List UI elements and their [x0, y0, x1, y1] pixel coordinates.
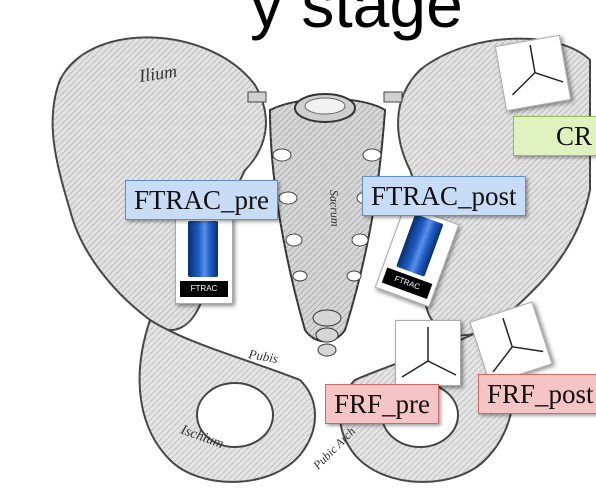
frf-pre-frame-image — [395, 320, 461, 386]
ftrac-pre-image: FTRAC — [175, 216, 233, 304]
ftrac-post-label: FTRAC_post — [362, 176, 526, 216]
frf-pre-label: FRF_pre — [325, 384, 439, 424]
axis-frame-icon — [396, 321, 460, 385]
ftrac-cylinder-icon — [396, 214, 443, 277]
ftrac-pre-label: FTRAC_pre — [125, 180, 278, 220]
cr-frame-image — [495, 35, 571, 111]
cr-label: CR — [513, 116, 596, 156]
ftrac-tag: FTRAC — [180, 281, 228, 297]
sacrum-label: Sacrum — [327, 190, 342, 227]
frf-post-label: FRF_post — [478, 374, 596, 414]
axis-frame-icon — [496, 36, 570, 110]
ftrac-cylinder-icon — [188, 221, 218, 277]
